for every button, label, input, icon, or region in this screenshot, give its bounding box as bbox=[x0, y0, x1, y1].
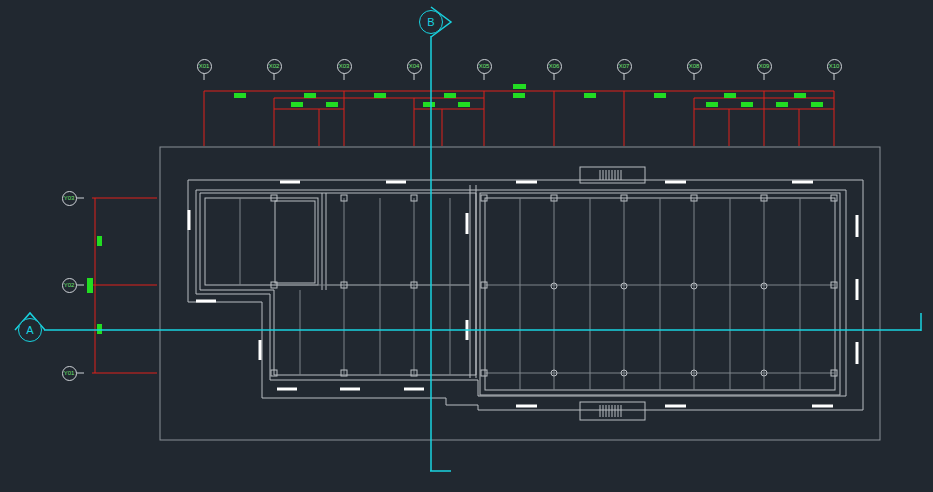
grid-bubble: X09 bbox=[757, 59, 772, 74]
grid-label: A bbox=[26, 325, 33, 336]
grid-bubble: X05 bbox=[477, 59, 492, 74]
grid-bubble: Y02 bbox=[62, 278, 77, 293]
grid-label: X03 bbox=[339, 63, 350, 69]
grid-bubble: X02 bbox=[267, 59, 282, 74]
grid-label: X08 bbox=[689, 63, 700, 69]
section-marker: B bbox=[419, 10, 443, 34]
grid-label: X10 bbox=[829, 63, 840, 69]
grid-label: Y01 bbox=[64, 370, 75, 376]
grid-bubble: X10 bbox=[827, 59, 842, 74]
grid-label: X07 bbox=[619, 63, 630, 69]
grid-bubble: X06 bbox=[547, 59, 562, 74]
grid-label: X02 bbox=[269, 63, 280, 69]
grid-label: Y02 bbox=[64, 282, 75, 288]
grid-label: X04 bbox=[409, 63, 420, 69]
section-marker: A bbox=[18, 318, 42, 342]
grid-label: X05 bbox=[479, 63, 490, 69]
grid-label: X09 bbox=[759, 63, 770, 69]
grid-label: X06 bbox=[549, 63, 560, 69]
grid-bubble: X03 bbox=[337, 59, 352, 74]
grid-bubble: X07 bbox=[617, 59, 632, 74]
grid-label: Y03 bbox=[64, 195, 75, 201]
grid-bubble: X04 bbox=[407, 59, 422, 74]
grid-label: B bbox=[427, 17, 434, 28]
grid-bubble: X01 bbox=[197, 59, 212, 74]
grid-bubble: Y03 bbox=[62, 191, 77, 206]
grid-bubble: Y01 bbox=[62, 366, 77, 381]
grid-label: X01 bbox=[199, 63, 210, 69]
grid-bubble: X08 bbox=[687, 59, 702, 74]
